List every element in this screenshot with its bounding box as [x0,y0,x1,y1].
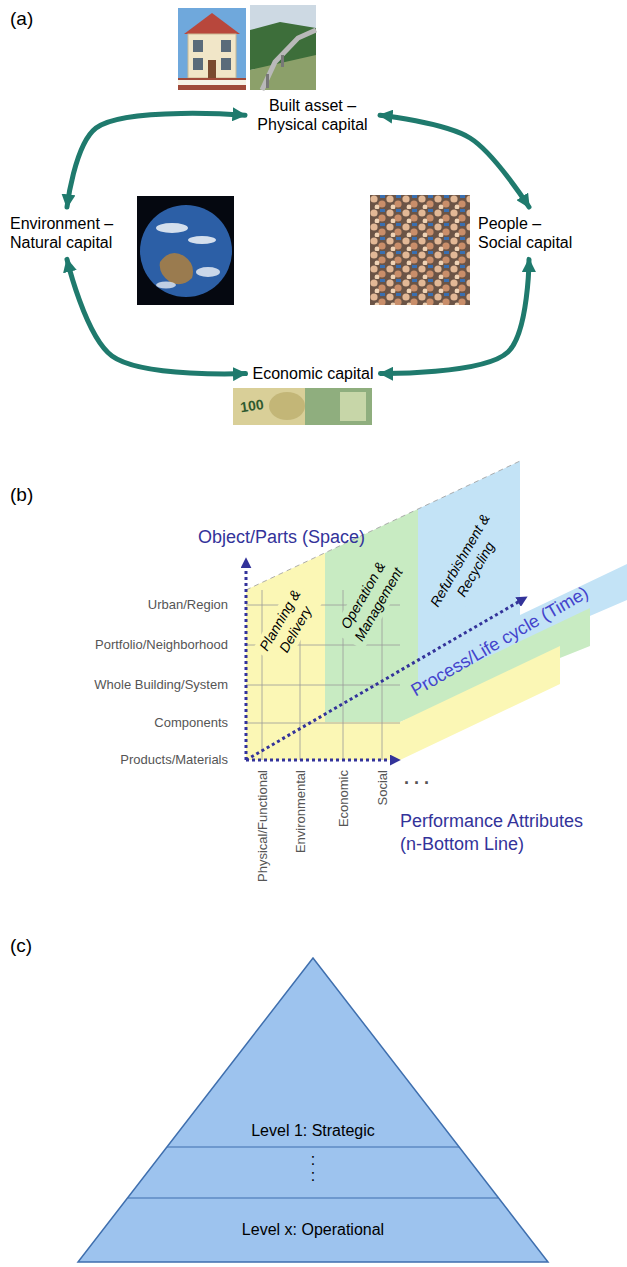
capital-node: People – Social capital [476,212,582,254]
house-photo [178,8,246,90]
capital-node: Economic capital [251,362,376,385]
scale-label: Portfolio/Neighborhood [20,637,228,653]
cycle-arrow [67,259,246,374]
node-text: Environment – Natural capital [10,214,124,252]
grid-lines [246,461,520,760]
lifecycle-planes [246,461,627,760]
scale-label: Components [20,715,228,731]
ellipsis-colon: : [311,1153,315,1167]
cycle-arrow [380,259,529,373]
scale-label: Urban/Region [20,597,228,613]
ellipsis: . . . [404,768,429,790]
cycle-arrow [380,115,529,207]
axis-title: Object/Parts (Space) [198,527,365,549]
ellipsis-colon: : [311,1169,315,1183]
panel-label: (a) [10,8,33,31]
pipeline-photo [250,5,316,90]
attribute-label: Environmental [293,770,308,853]
banknote-photo [233,388,372,425]
scale-label: Whole Building/System [20,677,228,693]
panel-label: (c) [10,935,32,958]
capital-node: Built asset – Physical capital [250,94,375,136]
scale-label: Products/Materials [20,752,228,768]
pyramid-level: Level x: Operational [242,1220,384,1239]
attribute-label: Economic [336,770,351,827]
pyramid-level: Level 1: Strategic [251,1121,375,1140]
node-text: Economic capital [253,364,374,383]
earth-photo [137,196,234,305]
banknote-number: 100 [239,396,264,416]
attribute-label: Physical/Functional [255,770,270,882]
node-text: Built asset – Physical capital [252,96,373,134]
pyramid [78,958,548,1262]
crowd-photo [370,195,470,305]
panel-label: (b) [10,484,33,507]
axis-title: Performance Attributes (n-Bottom Line) [400,810,596,855]
attribute-label: Social [375,770,390,805]
cycle-arrow [67,113,245,207]
capital-node: Environment – Natural capital [8,212,126,254]
node-text: People – Social capital [478,214,580,252]
